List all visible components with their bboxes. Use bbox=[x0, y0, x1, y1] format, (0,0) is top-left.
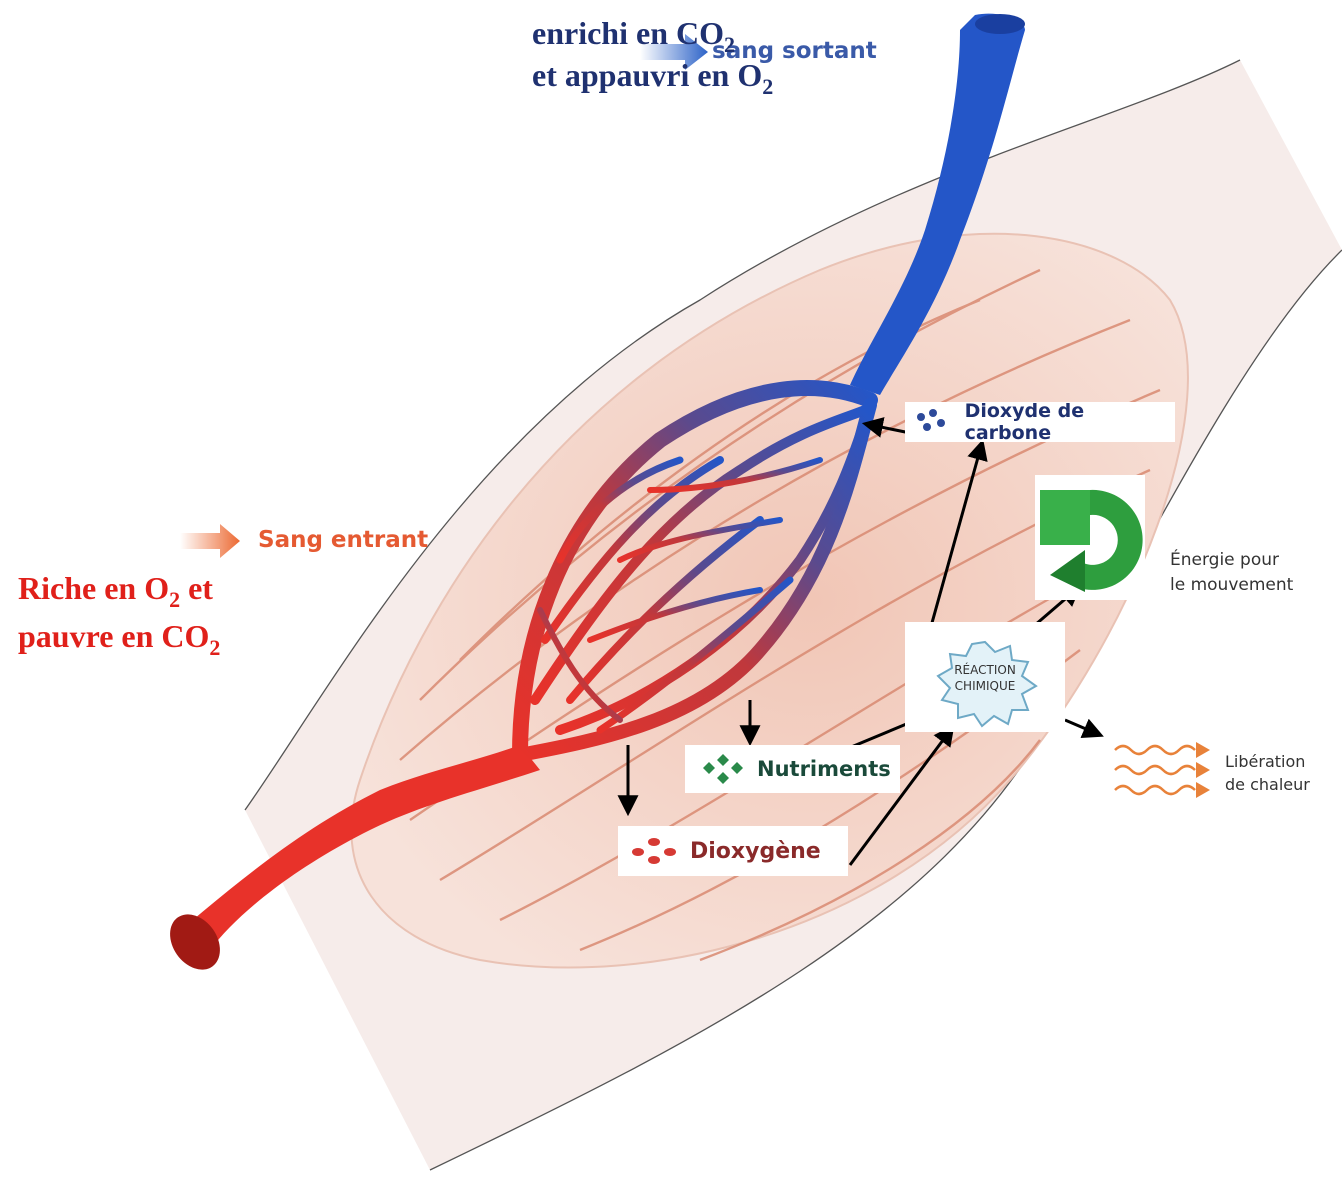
reaction-line-2: CHIMIQUE bbox=[940, 678, 1030, 694]
incoming-blood-description: Riche en O2 et pauvre en CO2 bbox=[18, 566, 220, 662]
energy-line-1: Énergie pour bbox=[1170, 548, 1293, 573]
incoming-blood-label: Sang entrant bbox=[258, 527, 428, 553]
co2-label-box: Dioxyde de carbone bbox=[905, 402, 1175, 442]
co2-label: Dioxyde de carbone bbox=[965, 400, 1175, 444]
outgoing-blood-description: enrichi en CO2 et appauvri en O2 bbox=[532, 14, 773, 98]
nutrients-diamonds-icon bbox=[695, 752, 745, 786]
incoming-line-2: pauvre en CO2 bbox=[18, 614, 220, 662]
energy-line-2: le mouvement bbox=[1170, 573, 1293, 598]
vein-opening bbox=[975, 14, 1025, 34]
heat-label: Libération de chaleur bbox=[1225, 750, 1310, 796]
nutrients-label: Nutriments bbox=[757, 757, 891, 781]
incoming-arrow bbox=[180, 524, 240, 558]
heat-waves-icon bbox=[1115, 746, 1195, 794]
outgoing-line-2: et appauvri en O2 bbox=[532, 56, 773, 98]
co2-dots-icon bbox=[913, 407, 953, 437]
nutrients-label-box: Nutriments bbox=[685, 745, 900, 793]
heat-arrowheads bbox=[1196, 742, 1210, 798]
outgoing-line-1: enrichi en CO2 bbox=[532, 14, 773, 56]
reaction-label: RÉACTION CHIMIQUE bbox=[940, 662, 1030, 694]
oxygen-label-box: Dioxygène bbox=[618, 826, 848, 876]
incoming-line-1: Riche en O2 et bbox=[18, 566, 220, 614]
heat-line-1: Libération bbox=[1225, 750, 1310, 773]
oxygen-dots-icon bbox=[628, 834, 678, 868]
energy-label: Énergie pour le mouvement bbox=[1170, 548, 1293, 598]
heat-line-2: de chaleur bbox=[1225, 773, 1310, 796]
reaction-line-1: RÉACTION bbox=[940, 662, 1030, 678]
oxygen-label: Dioxygène bbox=[690, 839, 821, 864]
